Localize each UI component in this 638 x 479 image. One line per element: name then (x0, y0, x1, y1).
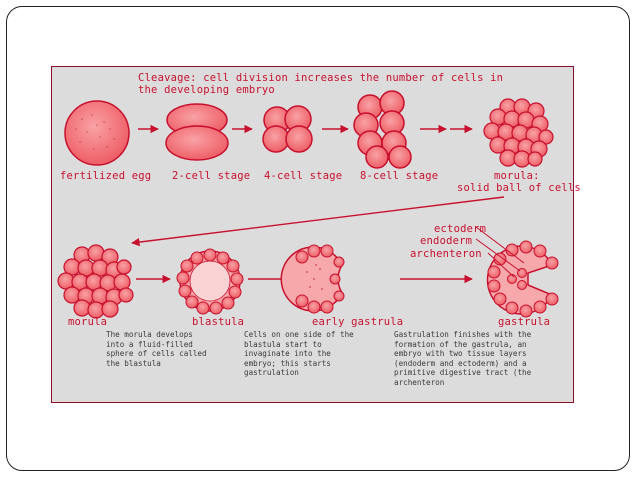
leader-ectoderm (475, 226, 525, 264)
eight-cell-stage-cells (353, 90, 412, 169)
label-ectoderm: ectoderm (434, 223, 487, 235)
gastrula-cells (486, 240, 559, 318)
label-8-cell-stage: 8-cell stage (360, 170, 439, 182)
figure-title-line2: the developing embryo (138, 84, 275, 96)
leader-endoderm (475, 238, 521, 272)
leader-archenteron (487, 252, 515, 278)
label-2-cell-stage: 2-cell stage (172, 170, 251, 182)
caption-blastula: Cells on one side of the blastula start … (244, 330, 354, 378)
label-endoderm: endoderm (420, 235, 473, 247)
two-cell-stage-cells (165, 103, 229, 161)
morula-top-cells (483, 98, 554, 168)
label-archenteron: archenteron (410, 248, 482, 260)
four-cell-stage-cells (262, 105, 313, 153)
arrow-morula-to-row2 (131, 196, 505, 247)
label-morula-bottom: morula (68, 316, 108, 328)
label-gastrula: gastrula (498, 316, 551, 328)
morula-bottom-cells (57, 244, 134, 319)
early-gastrula-cells (280, 244, 345, 314)
label-morula-top: morula: (494, 170, 540, 182)
caption-gastrula: Gastrulation finishes with the formation… (394, 330, 532, 387)
label-4-cell-stage: 4-cell stage (264, 170, 343, 182)
figure-title-line1: Cleavage: cell division increases the nu… (138, 72, 504, 84)
label-blastula: blastula (192, 316, 245, 328)
label-early-gastrula: early gastrula (312, 316, 404, 328)
embryo-development-figure: Cleavage: cell division increases the nu… (51, 66, 581, 403)
label-fertilized-egg: fertilized egg (60, 170, 152, 182)
blastula-cells (176, 248, 244, 315)
caption-morula: The morula develops into a fluid-filled … (106, 330, 207, 368)
label-solid-ball-of-cells: solid ball of cells (457, 182, 581, 194)
diagram-canvas (57, 90, 559, 319)
fertilized-egg-cell (64, 100, 130, 166)
